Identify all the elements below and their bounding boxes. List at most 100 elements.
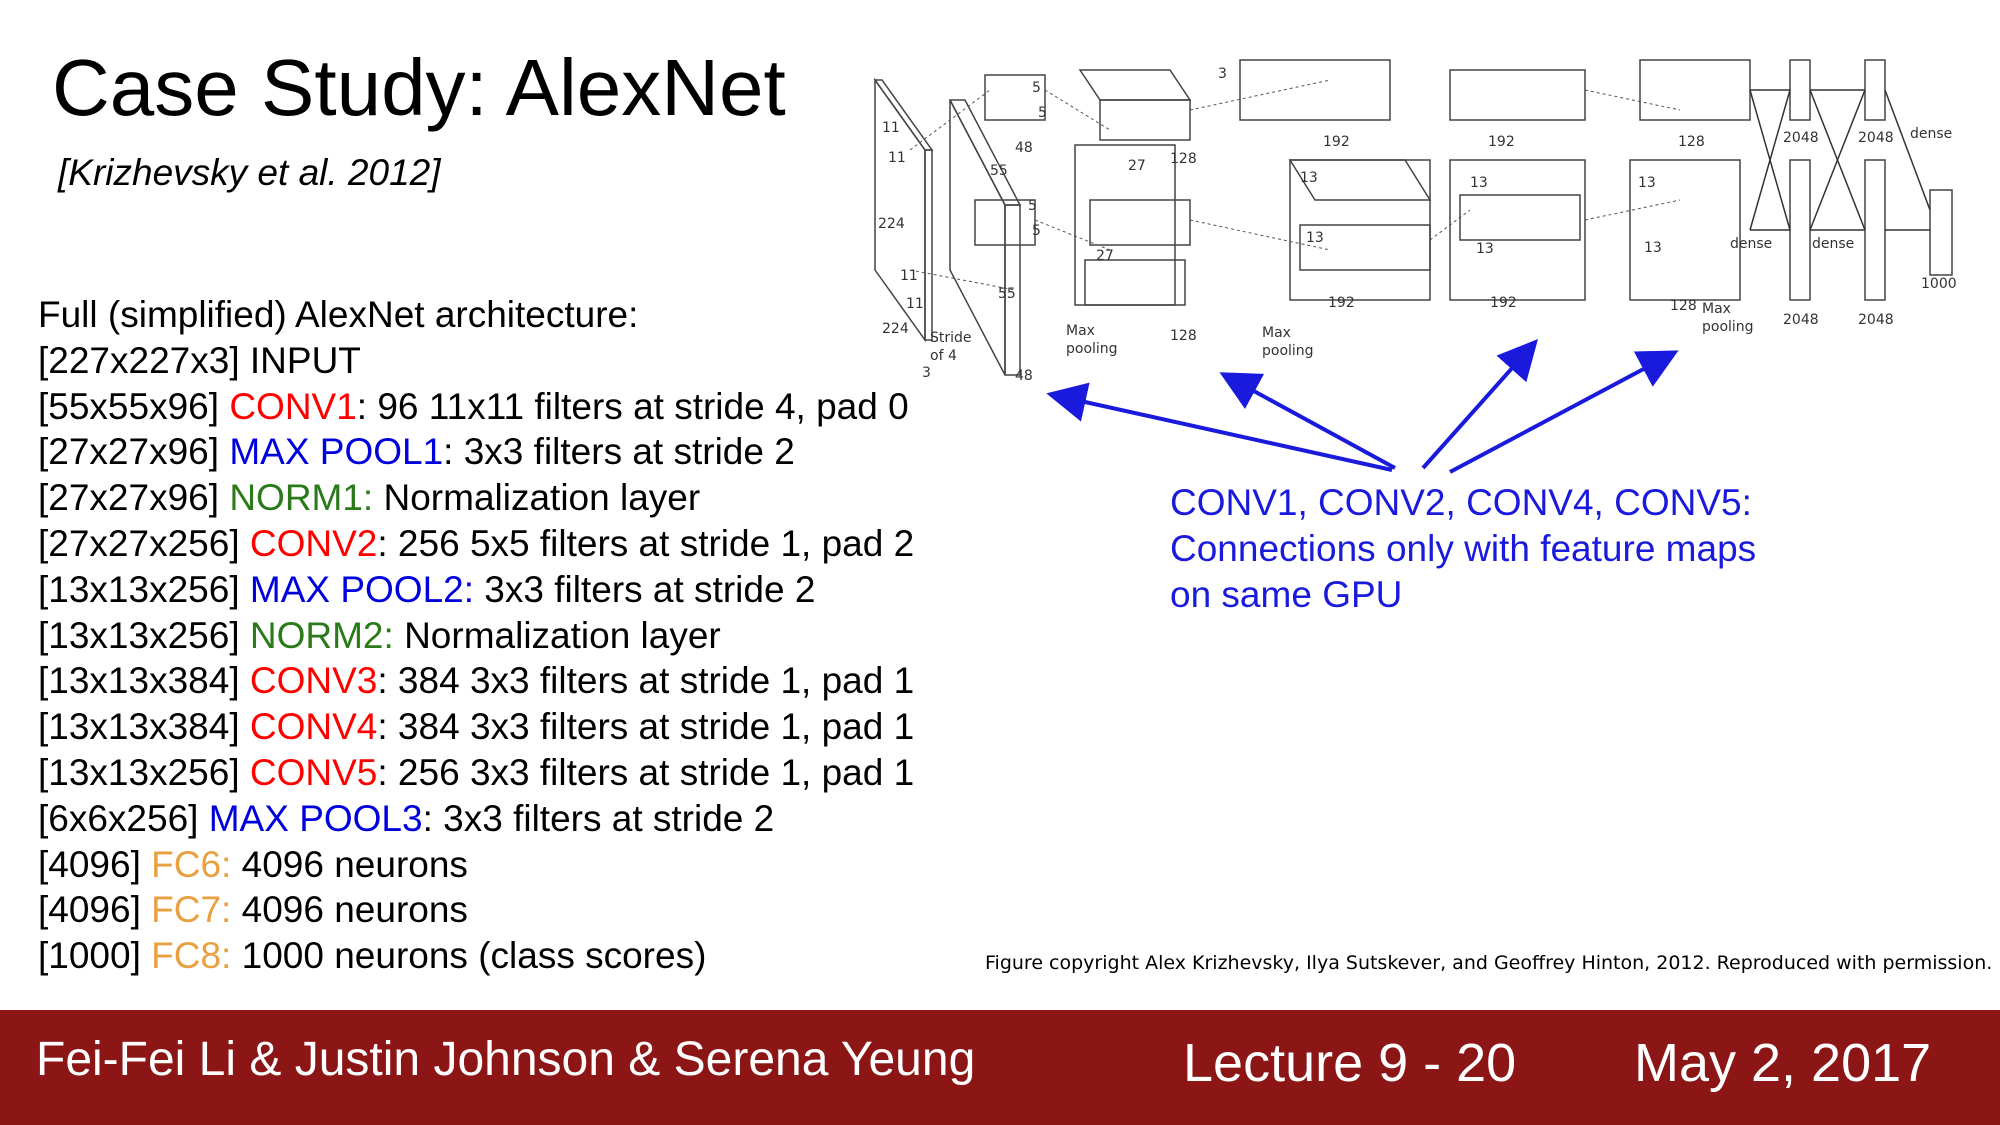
layer-desc: Normalization layer — [393, 614, 721, 656]
layer-name: FC8: — [151, 935, 232, 977]
layer-dims: [55x55x96] — [38, 385, 220, 427]
conv3-kernel — [1299, 224, 1431, 271]
conv2-size-top-label: 27 — [1128, 158, 1146, 174]
fc6-top — [1789, 59, 1811, 121]
footer-lecture: Lecture 9 - 20 — [1183, 1033, 1517, 1093]
layer-line: [27x27x256] CONV2: 256 5x5 filters at st… — [38, 521, 914, 567]
fc7-top — [1864, 59, 1886, 121]
conv2-upper — [1099, 99, 1191, 141]
layer-line: [13x13x384] CONV3: 384 3x3 filters at st… — [38, 658, 914, 704]
layer-desc: : 3x3 filters at stride 2 — [443, 431, 795, 473]
layer-name: INPUT — [249, 339, 361, 381]
input-size-label: 224 — [878, 216, 905, 232]
layer-dims: [13x13x256] — [38, 568, 240, 610]
conv4-depth-top-label: 192 — [1488, 134, 1515, 150]
dense-label-a: dense — [1910, 126, 1952, 142]
kernel-box-2 — [974, 199, 1036, 246]
layer-dims: [13x13x384] — [38, 706, 240, 748]
conv5-depth-top-label: 128 — [1678, 134, 1705, 150]
kernel-11c-label: 11 — [900, 268, 918, 284]
layer-line: [13x13x256] CONV5: 256 3x3 filters at st… — [38, 750, 914, 796]
fc7-bottom-label: 2048 — [1858, 312, 1894, 328]
k5a-label: 5 — [1032, 80, 1041, 96]
layer-line: [4096] FC6: 4096 neurons — [38, 842, 914, 888]
fc8-output — [1929, 189, 1953, 276]
figure-copyright: Figure copyright Alex Krizhevsky, Ilya S… — [985, 952, 1993, 974]
conv4-block — [1449, 159, 1586, 301]
input-depth-label: 3 — [922, 365, 931, 381]
conv4-upper — [1449, 69, 1586, 121]
fc6-bottom-label: 2048 — [1783, 312, 1819, 328]
layer-line: [27x27x96] NORM1: Normalization layer — [38, 475, 914, 521]
conv3-size-b-label: 13 — [1306, 230, 1324, 246]
arrow-conv2 — [1219, 372, 1396, 470]
architecture-list: Full (simplified) AlexNet architecture: … — [38, 292, 914, 979]
conv1-size-bottom-label: 55 — [998, 286, 1016, 302]
input-size-bottom-label: 224 — [882, 321, 909, 337]
kernel-box-1 — [984, 74, 1046, 121]
footer-date: May 2, 2017 — [1634, 1033, 1932, 1093]
layer-line: [55x55x96] CONV1: 96 11x11 filters at st… — [38, 384, 914, 430]
layer-desc: 1000 neurons (class scores) — [231, 935, 707, 977]
k5c-label: 5 — [1028, 198, 1037, 214]
layer-name: CONV5 — [249, 751, 378, 793]
conv3-depth-bottom-label: 192 — [1328, 295, 1355, 311]
layer-dims: [4096] — [38, 889, 141, 931]
layer-desc: : 256 5x5 filters at stride 1, pad 2 — [377, 522, 915, 564]
layer-name: NORM1: — [229, 477, 374, 519]
layer-dims: [227x227x3] — [38, 339, 240, 381]
conv3-depth-top-label: 192 — [1323, 134, 1350, 150]
layer-desc: : 3x3 filters at stride 2 — [422, 797, 775, 839]
fc7-bottom — [1864, 159, 1886, 301]
dense-label-c: dense — [1812, 236, 1854, 252]
pool2-label-1: Max — [1262, 325, 1291, 341]
conv3-size-a-label: 13 — [1300, 170, 1318, 186]
pool2-label-2: pooling — [1262, 343, 1314, 359]
layer-name: FC7: — [151, 889, 232, 931]
layer-dims: [1000] — [38, 935, 141, 977]
input-volume-side — [924, 149, 933, 341]
layer-line: [6x6x256] MAX POOL3: 3x3 filters at stri… — [38, 796, 914, 842]
pool1-label-1: Max — [1066, 323, 1095, 339]
fc6-top-label: 2048 — [1783, 130, 1819, 146]
conv2-lower-a — [1089, 199, 1191, 246]
layer-line: [13x13x256] NORM2: Normalization layer — [38, 613, 914, 659]
layer-name: FC6: — [151, 843, 232, 885]
stride-label-1: Stride — [930, 330, 972, 346]
layer-desc: 3x3 filters at stride 2 — [474, 568, 816, 610]
layer-name: CONV3 — [249, 660, 378, 702]
conv5-size-a-label: 13 — [1638, 175, 1656, 191]
layer-desc: : 384 3x3 filters at stride 1, pad 1 — [377, 660, 915, 702]
note-line-1: CONV1, CONV2, CONV4, CONV5: — [1170, 482, 1752, 523]
conv1-depth-bottom-label: 48 — [1015, 368, 1033, 384]
layer-desc: : 384 3x3 filters at stride 1, pad 1 — [377, 706, 915, 748]
layer-name: MAX POOL1 — [229, 431, 444, 473]
conv4-size-a-label: 13 — [1470, 175, 1488, 191]
layer-line: [1000] FC8: 1000 neurons (class scores) — [38, 933, 914, 979]
conv1-size-top-label: 55 — [990, 163, 1008, 179]
gpu-connection-note: CONV1, CONV2, CONV4, CONV5: Connections … — [1170, 480, 1756, 618]
architecture-heading: Full (simplified) AlexNet architecture: — [38, 294, 639, 335]
layer-dims: [6x6x256] — [38, 797, 199, 839]
conv2-lower-b — [1084, 259, 1186, 306]
kernel-3-label: 3 — [1218, 66, 1227, 82]
conv4-size-b-label: 13 — [1476, 241, 1494, 257]
layer-line: [227x227x3] INPUT — [38, 338, 914, 384]
citation: [Krizhevsky et al. 2012] — [58, 152, 441, 193]
kernel-11a-label: 11 — [882, 120, 900, 136]
layer-dims: [13x13x256] — [38, 614, 240, 656]
dense-connections — [1749, 89, 1931, 231]
k5d-label: 5 — [1032, 223, 1041, 239]
conv3-upper — [1239, 59, 1391, 121]
conv2-top-upper — [1078, 69, 1192, 101]
conv2-size-bottom-label: 27 — [1096, 248, 1114, 264]
fc6-bottom — [1789, 159, 1811, 301]
note-line-2: Connections only with feature maps — [1170, 528, 1757, 569]
layer-name: CONV1 — [229, 385, 357, 427]
layer-name: CONV2 — [249, 522, 378, 564]
conv5-block — [1629, 159, 1741, 301]
layer-line: [13x13x384] CONV4: 384 3x3 filters at st… — [38, 704, 914, 750]
output-size-label: 1000 — [1921, 276, 1957, 292]
layer-dims: [27x27x96] — [38, 431, 220, 473]
layer-line: [13x13x256] MAX POOL2: 3x3 filters at st… — [38, 567, 914, 613]
